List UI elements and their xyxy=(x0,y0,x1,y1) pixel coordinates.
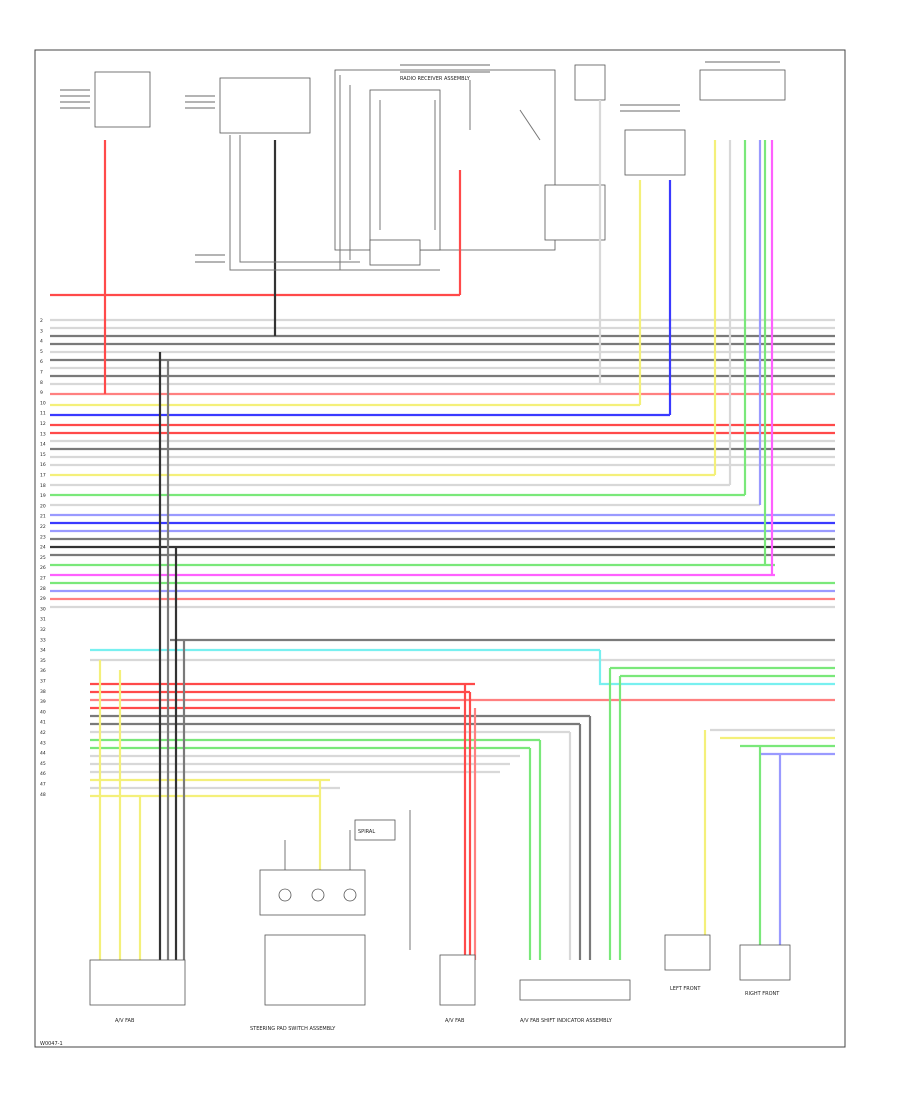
pin-label: 8 xyxy=(40,380,43,386)
ecu-top-center xyxy=(219,77,311,134)
internal-line-8 xyxy=(519,109,541,141)
pin-label: 5 xyxy=(40,349,43,355)
speaker-left-box xyxy=(664,934,711,971)
label-shift-indicator: A/V FAB SHIFT INDICATOR ASSEMBLY xyxy=(520,1018,613,1024)
av-connector-center xyxy=(439,954,476,1006)
pin-label: 23 xyxy=(40,534,46,540)
top-components xyxy=(94,64,786,266)
pin-label: 9 xyxy=(40,390,43,396)
pin-label: 2 xyxy=(40,318,43,324)
pin-label: 29 xyxy=(40,596,46,602)
pin-label: 45 xyxy=(40,761,46,767)
pin-label: 34 xyxy=(40,648,46,654)
pin-label: 13 xyxy=(40,431,46,437)
pin-label: 19 xyxy=(40,493,46,499)
pin-label: 46 xyxy=(40,771,46,777)
internal-line-4 xyxy=(239,135,360,263)
pin-label: 47 xyxy=(40,782,46,788)
top-label-marks xyxy=(60,61,780,263)
relay-block xyxy=(369,89,441,251)
pin-label: 12 xyxy=(40,421,46,427)
bottom-components xyxy=(89,819,791,1006)
pin-label: 25 xyxy=(40,555,46,561)
diagram-border xyxy=(34,49,846,1048)
pin-label: 31 xyxy=(40,617,46,623)
pin-label: 15 xyxy=(40,452,46,458)
sensor-block xyxy=(544,184,606,241)
label-steering-switch: STEERING PAD SWITCH ASSEMBLY xyxy=(250,1026,336,1032)
pin-label: 40 xyxy=(40,709,46,715)
switch-top xyxy=(574,64,606,101)
steering-switch-body xyxy=(264,934,366,1006)
pin-label: 16 xyxy=(40,462,46,468)
pin-label: 35 xyxy=(40,658,46,664)
pin-label: 33 xyxy=(40,637,46,643)
switch-contact-3 xyxy=(343,888,357,902)
pin-label: 24 xyxy=(40,545,46,551)
pin-label: 10 xyxy=(40,400,46,406)
internal-line-3 xyxy=(229,135,350,271)
pin-label: 37 xyxy=(40,679,46,685)
pin-label: 44 xyxy=(40,751,46,757)
pin-label: 11 xyxy=(40,411,46,417)
pin-label: 18 xyxy=(40,483,46,489)
label-speaker-right: RIGHT FRONT xyxy=(745,991,780,997)
pin-label: 32 xyxy=(40,627,46,633)
pin-label: 3 xyxy=(40,328,43,334)
wire-layer xyxy=(50,75,835,960)
pin-label: 43 xyxy=(40,740,46,746)
pin-label: 4 xyxy=(40,339,43,345)
label-av-center: A/V FAB xyxy=(445,1018,465,1024)
label-radio: RADIO RECEIVER ASSEMBLY xyxy=(400,76,471,82)
bottom-labels: A/V FAB STEERING PAD SWITCH ASSEMBLY A/V… xyxy=(40,76,780,1047)
radio-receiver-outline xyxy=(334,69,556,251)
label-speaker-left: LEFT FRONT xyxy=(670,986,701,992)
label-av-left: A/V FAB xyxy=(115,1018,135,1024)
pin-label: 17 xyxy=(40,473,46,479)
pin-label: 39 xyxy=(40,699,46,705)
pin-label: 38 xyxy=(40,689,46,695)
pin-label: 42 xyxy=(40,730,46,736)
shift-indicator-connector xyxy=(519,979,631,1001)
pin-label: 21 xyxy=(40,514,46,520)
pin-label: 41 xyxy=(40,720,46,726)
pin-label: 48 xyxy=(40,792,46,798)
ground-label-box xyxy=(369,239,421,266)
fuse-box-top-left xyxy=(94,71,151,128)
pin-label: 26 xyxy=(40,565,46,571)
page-code: W0047-1 xyxy=(40,1041,63,1047)
pin-label: 36 xyxy=(40,668,46,674)
spiral-cable-box xyxy=(354,819,396,841)
pin-label: 22 xyxy=(40,524,46,530)
pin-label: 14 xyxy=(40,442,46,448)
combination-meter xyxy=(699,69,786,101)
pin-label: 20 xyxy=(40,503,46,509)
pin-label: 28 xyxy=(40,586,46,592)
av-connector-left xyxy=(89,959,186,1006)
pin-label: 30 xyxy=(40,606,46,612)
speaker-right-box xyxy=(739,944,791,981)
pin-label-layer: 2345678910111213141516171819202122232425… xyxy=(40,318,46,798)
transmission-module xyxy=(624,129,686,176)
label-spiral: SPIRAL xyxy=(358,829,375,835)
pin-label: 27 xyxy=(40,576,46,582)
switch-contact-1 xyxy=(278,888,292,902)
drop-wire-32 xyxy=(598,650,835,686)
switch-contact-2 xyxy=(311,888,325,902)
pin-label: 7 xyxy=(40,370,43,376)
pin-label: 6 xyxy=(40,359,43,365)
